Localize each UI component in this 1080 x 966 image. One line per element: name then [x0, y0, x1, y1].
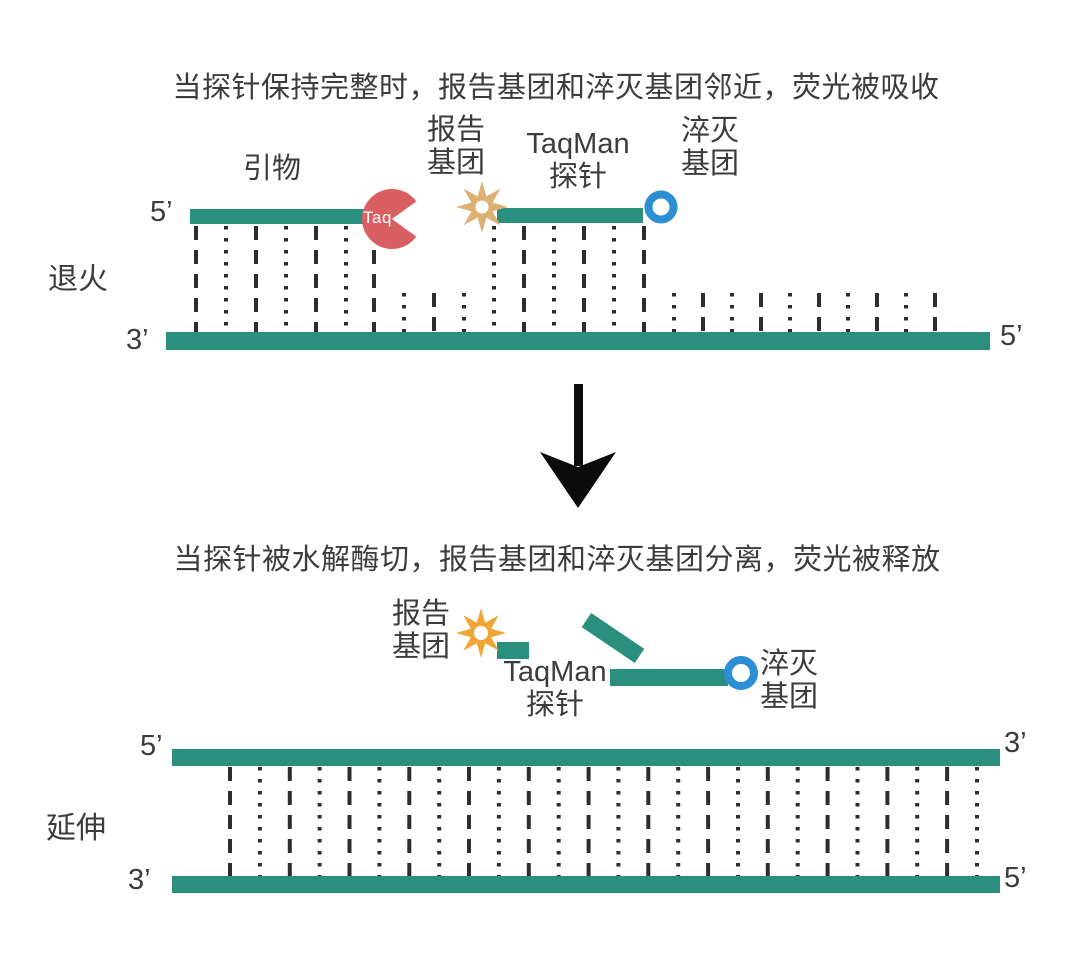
taq-polymerase-pacman-icon [362, 189, 417, 249]
taqman-probe-label-bottom: TaqMan 探针 [503, 656, 607, 721]
five-prime-label-top-bottom-right: 5’ [1000, 320, 1023, 352]
probe-fragment-tilted [581, 613, 645, 663]
quencher-group-label-top: 淬灭 基团 [680, 115, 740, 180]
primer-strand [190, 209, 373, 224]
reporter-dye-starburst-icon-bottom [456, 608, 506, 658]
bottom-panel-title: 当探针被水解酶切，报告基团和淬灭基团分离，荧光被释放 [173, 544, 941, 576]
quencher-group-label-bottom: 淬灭 基团 [759, 648, 819, 713]
probe-fragment-small [497, 642, 529, 659]
cleaved-probe-strand [610, 669, 728, 686]
quencher-ring-icon-bottom [724, 656, 758, 690]
quencher-ring-icon-top [644, 190, 678, 224]
template-strand-bottom-panel [172, 876, 1000, 893]
reporter-dye-starburst-icon-top [456, 181, 508, 233]
taqman-probe-strand [497, 208, 643, 223]
three-prime-label-top-bottom-left: 3’ [126, 324, 149, 356]
three-prime-label-bottom-top-right: 3’ [1004, 727, 1027, 759]
three-prime-label-bottom-bottom-left: 3’ [128, 864, 151, 896]
five-prime-label-bottom-bottom-right: 5’ [1004, 862, 1027, 894]
five-prime-label-top-left: 5’ [150, 196, 173, 228]
five-prime-label-bottom-top-left: 5’ [140, 730, 163, 762]
taqman-probe-label-top: TaqMan 探针 [526, 128, 630, 193]
template-strand-top-panel [166, 332, 990, 350]
taq-polymerase-label: Taq [363, 208, 392, 227]
reporter-group-label-top: 报告 基团 [426, 114, 486, 179]
primer-label: 引物 [242, 153, 302, 185]
reporter-group-label-bottom: 报告 基团 [391, 598, 451, 663]
top-panel-title: 当探针保持完整时，报告基团和淬灭基团邻近，荧光被吸收 [172, 72, 940, 104]
extension-step-label: 延伸 [46, 812, 106, 845]
annealing-step-label: 退火 [48, 263, 108, 296]
extended-strand-bottom-panel [172, 749, 1000, 766]
down-arrow-icon [540, 384, 616, 508]
